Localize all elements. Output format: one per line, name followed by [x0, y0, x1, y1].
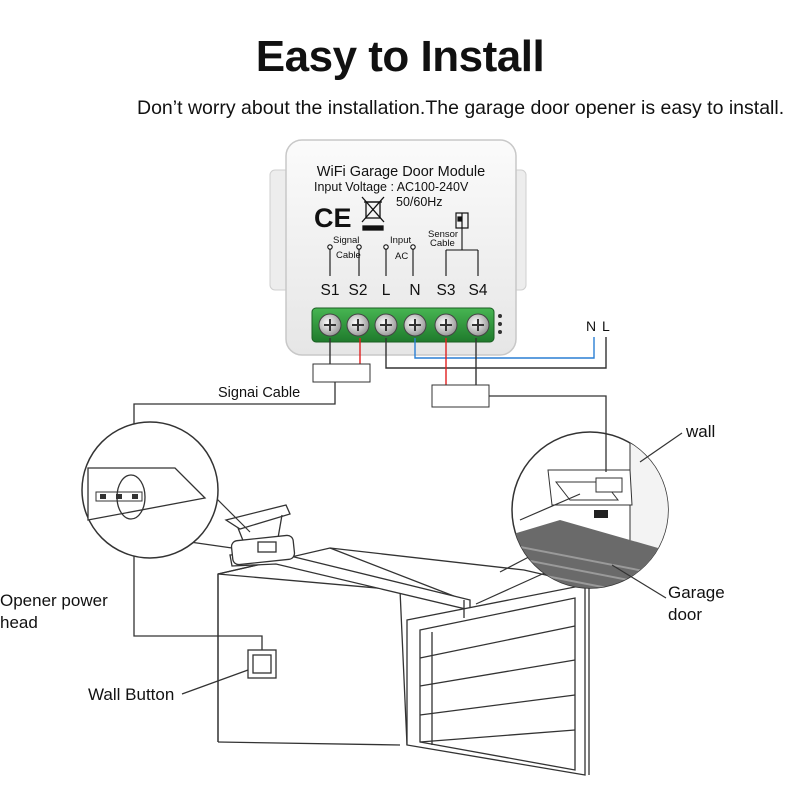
- signal-cable-label: Signai Cable: [218, 385, 300, 401]
- mains-live-label: L: [602, 318, 610, 334]
- garage-door-label-1: Garage: [668, 583, 725, 602]
- group-signal-label: Signal: [333, 235, 359, 246]
- opener-zoom-circle: [81, 421, 251, 559]
- garage-door: [406, 584, 586, 776]
- opener-label-1: Opener power: [0, 591, 108, 610]
- module-name: WiFi Garage Door Module: [317, 164, 485, 180]
- sensor-zoom-circle: [475, 431, 669, 605]
- wifi-module: WiFi Garage Door Module Input Voltage : …: [269, 139, 527, 356]
- module-frequency: 50/60Hz: [396, 195, 443, 209]
- sensor-junction-box: [431, 384, 490, 408]
- wall-label: wall: [685, 422, 715, 441]
- opener-label-2: head: [0, 613, 38, 632]
- garage-door-label-2: door: [668, 605, 702, 624]
- group-sensor-label: Sensor: [428, 229, 458, 240]
- terminal-label-s4: S4: [469, 282, 488, 299]
- wall-button-label: Wall Button: [88, 685, 174, 704]
- terminal-label-n: N: [409, 282, 420, 299]
- wires: [329, 337, 607, 385]
- weee-bin-icon: [361, 196, 385, 231]
- page-title: Easy to Install: [255, 32, 545, 81]
- opener-head: [224, 504, 296, 566]
- garage-illustration: [217, 504, 590, 776]
- terminal-screws: [318, 313, 490, 337]
- group-input-label-2: AC: [395, 251, 408, 262]
- terminal-label-s3: S3: [437, 282, 456, 299]
- terminal-label-l: L: [382, 282, 391, 299]
- terminal-label-s1: S1: [321, 282, 340, 299]
- module-voltage: Input Voltage : AC100-240V: [314, 180, 469, 194]
- wall-button: [247, 649, 277, 679]
- signal-junction-box: [312, 363, 371, 383]
- group-signal-label-2: Cable: [336, 250, 361, 261]
- mains-neutral-label: N: [586, 318, 596, 334]
- ce-mark: CE: [314, 203, 352, 233]
- page-subtitle: Don’t worry about the installation.The g…: [137, 97, 785, 119]
- group-input-label: Input: [390, 235, 411, 246]
- group-sensor-label-2: Cable: [430, 238, 455, 249]
- terminal-label-s2: S2: [349, 282, 368, 299]
